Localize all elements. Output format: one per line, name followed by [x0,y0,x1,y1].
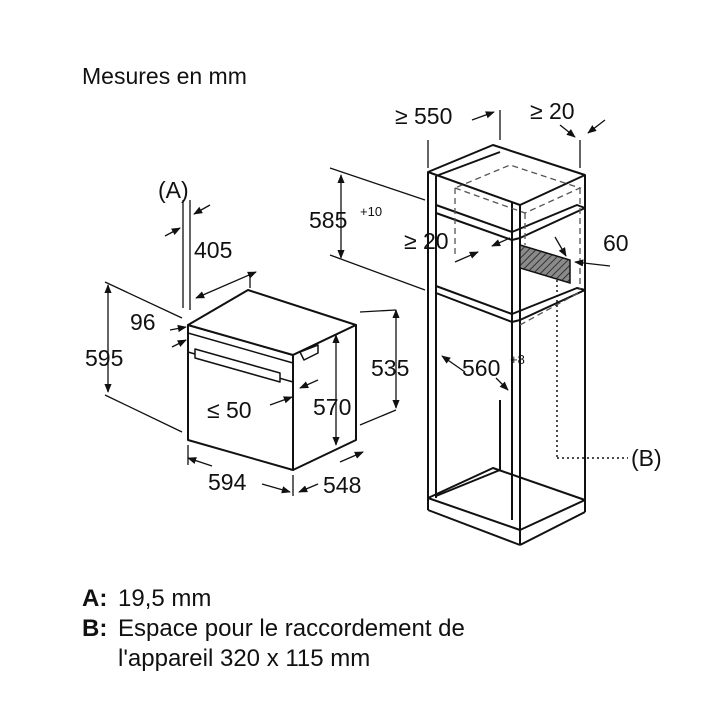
cabinet-dimensions [329,110,611,391]
dim-60: 60 [603,230,629,256]
legend-a: A: 19,5 mm [82,584,465,614]
dim-570: 570 [313,394,351,420]
legend-b-text-2: l'appareil 320 x 115 mm [118,645,371,672]
dim-560-tolerance: +8 [510,352,525,367]
dim-585: 585 [309,207,347,233]
oven-drawing [187,289,357,471]
cabinet-bottom [427,467,586,531]
dim-594: 594 [208,469,247,495]
oven-handle [194,348,281,383]
units-title: Mesures en mm [82,63,247,89]
cabinet-shelf-lower [435,285,586,323]
cabinet-shelf-upper [435,204,586,241]
connection-opening [519,243,571,285]
dim-le50: ≤ 50 [207,397,252,423]
dim-405: 405 [194,237,232,263]
dim-560: 560 [462,355,500,381]
dim-ge20-top: ≥ 20 [530,98,575,124]
dim-96: 96 [130,309,156,335]
dim-535: 535 [371,355,409,381]
legend-b-text-1: Espace pour le raccordement de [118,615,465,642]
cabinet-dashed-outline [454,164,582,326]
dim-548: 548 [323,472,361,498]
dim-595: 595 [85,345,123,371]
label-b: (B) [631,445,662,471]
dim-585-tolerance: +10 [360,204,382,219]
legend: A: 19,5 mm B: Espace pour le raccordement … [82,584,465,674]
legend-b: B: Espace pour le raccordement de l'appar… [82,614,465,674]
legend-a-key: A: [82,585,108,612]
dim-ge20-mid: ≥ 20 [404,228,449,254]
legend-b-key: B: [82,615,108,642]
label-a: (A) [158,177,189,203]
dim-ge550: ≥ 550 [395,103,452,129]
oven-knob [299,344,319,361]
cabinet-drawing [427,144,586,546]
legend-a-text: 19,5 mm [118,585,212,612]
oven-dimensions [104,200,400,496]
b-leader [556,280,628,459]
